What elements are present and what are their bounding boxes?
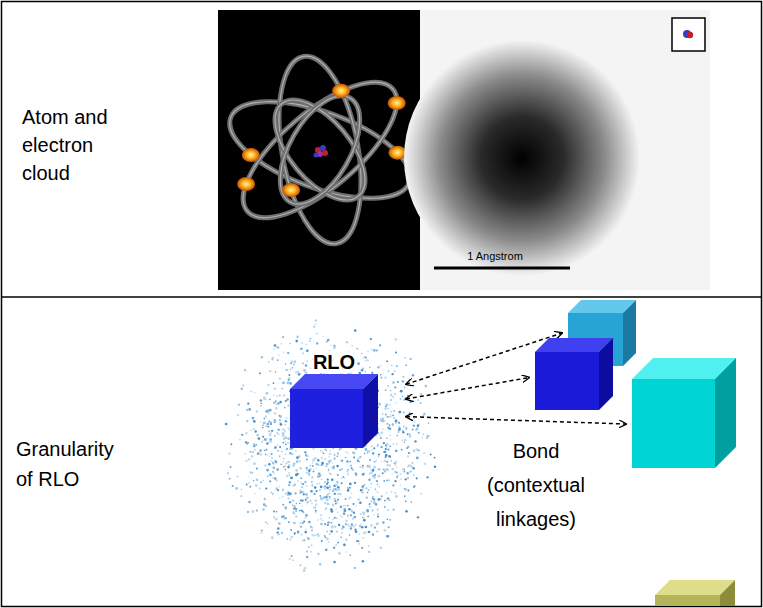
orbit-highlight [223,60,417,240]
nucleus [314,145,329,158]
scale-bar [434,267,570,270]
orbit-highlight [264,83,376,217]
bond-arrow [406,417,626,424]
orbit-ring [264,83,376,217]
rlo-cube: RLO [290,350,378,448]
atom-orbits [218,50,423,250]
orbit-ring [223,60,417,240]
electron [388,146,406,160]
orbit-highlight [218,82,423,218]
rlo-cube [632,358,736,468]
orbit-ring [218,82,423,218]
electron [242,148,260,162]
electron [237,177,255,191]
row-heading: Granularity of RLO [16,434,128,494]
rlo-cube [535,338,613,410]
row-heading: Atom and electron cloud [22,103,122,187]
scale-label: 1 Angstrom [440,249,550,263]
node-label-text: RLO [311,351,357,373]
bond-arrow [406,378,529,399]
node-label: RLO [290,350,378,374]
electron [332,84,350,98]
electron-cloud [404,40,640,276]
cube-shape [632,358,736,468]
cube-shape [290,374,378,448]
olive-cube [655,580,735,606]
atom-panel [218,10,420,290]
speckle-cloud [225,319,437,572]
electron [388,96,406,110]
cube-shape [535,338,613,410]
nucleus-dot [687,32,693,38]
row-divider [2,296,762,298]
nucleus-inset [672,18,705,51]
bond-label: Bond (contextual linkages) [474,434,598,536]
electron [282,183,300,197]
